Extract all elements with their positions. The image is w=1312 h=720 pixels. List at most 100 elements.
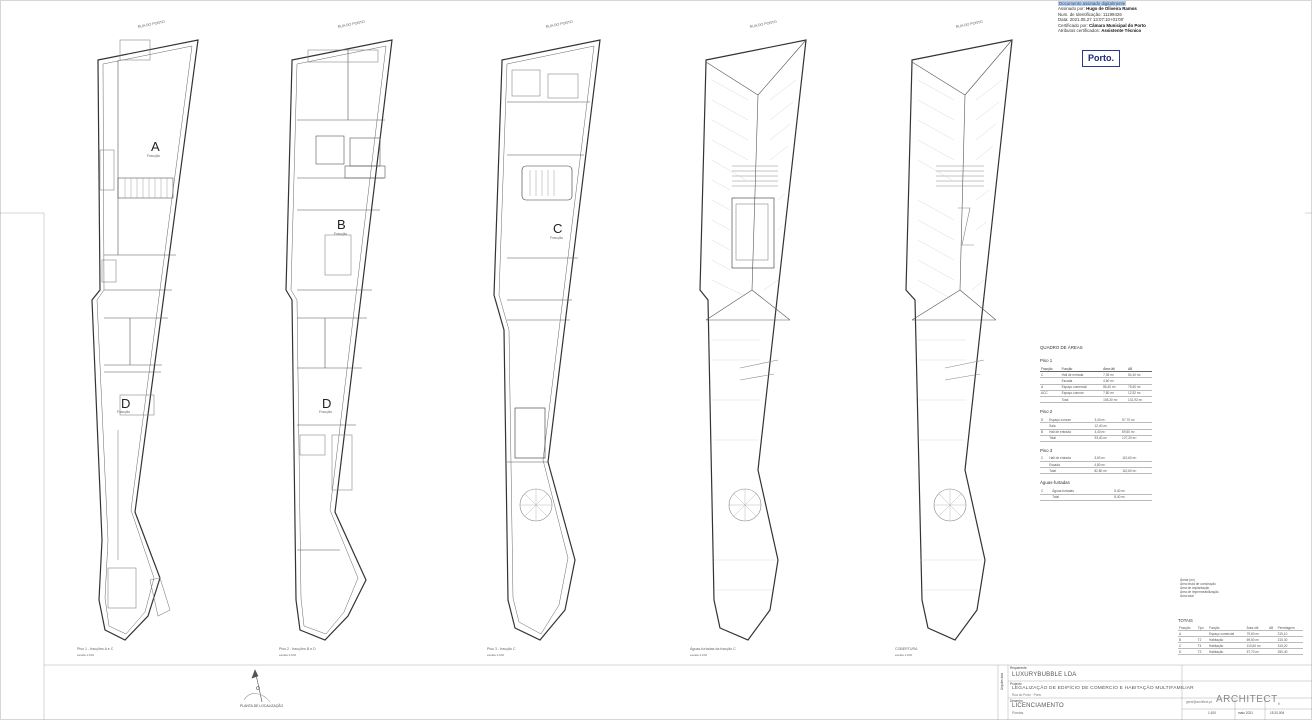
areas-summary-list: Áreas (m²) Área bruta de construção Área… <box>1180 578 1219 598</box>
street-label-2: RUA DO PORTO <box>337 20 365 29</box>
street-label-5: RUA DO PORTO <box>955 20 983 29</box>
plan-caption-3: Piso 3 - fracção C <box>487 647 516 651</box>
architect-logo-text: ARCHITECT <box>1216 694 1278 705</box>
location-plan-label: PLANTA DE LOCALIZAÇÃO <box>240 704 284 708</box>
signature-date: Data: 2021.05.27 13:07:10+01'00' <box>1058 17 1125 23</box>
areas-section-4: Águas-furtadas <box>1040 480 1070 486</box>
project-label: Projecto <box>1010 682 1022 686</box>
architect-logo-suffix: lt <box>1277 701 1280 706</box>
architect-logo: ARCHITECTlt <box>1216 694 1280 706</box>
north-arrow-icon <box>243 669 271 703</box>
sheet-title: Plantas <box>1012 711 1024 715</box>
fraction-label-c: Fracção <box>550 236 563 240</box>
signature-attr-value: Assistente Técnico <box>1101 28 1142 34</box>
author-side-label: Arquitectura <box>1000 672 1004 690</box>
plan-scale-4: escala 1:100 <box>690 653 708 657</box>
areas-section-2: Piso 2 <box>1040 409 1053 415</box>
fraction-letter-a: A <box>151 139 160 154</box>
porto-logo: Porto. <box>1082 50 1120 67</box>
col-ab: AB <box>1127 366 1152 373</box>
list-item: Área bruta de construção <box>1180 582 1216 586</box>
plan-caption-1: Piso 1 - fracções A e C <box>77 647 114 651</box>
plan-2-outline <box>285 39 393 641</box>
drawing-number: 15.20.004 <box>1270 711 1285 715</box>
list-item: Área de impermeabilização <box>1180 590 1219 594</box>
fraction-letter-d-2: D <box>322 396 332 411</box>
street-label-3: RUA DO PORTO <box>545 20 573 29</box>
street-label-1: RUA DO PORTO <box>137 20 165 29</box>
list-item: Área total <box>1180 594 1194 598</box>
signature-id: Num. de Identificação: 11199426 <box>1058 11 1122 17</box>
email: geral@architect.pt <box>1186 700 1212 704</box>
street-label-4: RUA DO PORTO <box>749 20 777 29</box>
plan-scale-3: escala 1:100 <box>487 653 505 657</box>
fraction-letter-d-1: D <box>121 396 131 411</box>
list-item: Área de implantação <box>1180 586 1210 590</box>
fraction-label-d-1: Fracção <box>117 410 130 414</box>
signature-cert-label: Certificado por: <box>1058 22 1088 28</box>
project-title: LEGALIZAÇÃO DE EDIFÍCIO DE COMÉRCIO E HA… <box>1012 686 1194 691</box>
phase-label: Desenho <box>1010 699 1023 703</box>
areas-title: QUADRO DE ÁREAS <box>1040 345 1083 350</box>
signature-cert-value: Câmara Municipal do Porto <box>1089 22 1146 28</box>
plan-3-outline <box>493 39 601 641</box>
col-area: Área útil <box>1102 366 1128 373</box>
scale: 1:100 <box>1208 711 1216 715</box>
plan-scale-1: escala 1:100 <box>77 653 95 657</box>
digital-signature-stamp: Documento assinado digitalmente Assinado… <box>1058 1 1218 33</box>
plan-1-outline <box>91 39 199 641</box>
col-fraction: Fracção <box>1040 366 1061 373</box>
fraction-label-b: Fracção <box>334 232 347 236</box>
signature-signed-value: Hugo de Oliveira Ramos <box>1086 6 1137 12</box>
fraction-label-d-2: Fracção <box>319 410 332 414</box>
totals-title: TOTAIS <box>1178 618 1193 623</box>
client-label: Requerente <box>1010 666 1027 670</box>
plan-scale-2: escala 1:100 <box>279 653 297 657</box>
signature-line-1: Documento assinado digitalmente <box>1058 1 1127 6</box>
areas-summary-title: Áreas (m²) <box>1180 578 1196 582</box>
areas-section-1: Piso 1 <box>1040 358 1053 363</box>
fraction-letter-b: B <box>337 217 346 232</box>
project-address: Rua do Porto · Porto <box>1012 693 1042 697</box>
plan-scale-5: escala 1:100 <box>895 653 913 657</box>
date: maio 2021 <box>1238 711 1253 715</box>
plan-caption-4: Águas-furtadas da fracção C <box>690 647 736 651</box>
fraction-letter-c: C <box>553 221 563 236</box>
plan-4-roof-outline <box>699 39 807 641</box>
fraction-label-a: Fracção <box>147 154 160 158</box>
signature-signed-label: Assinado por: <box>1058 6 1085 12</box>
signature-attr-label: Atributos certificados: <box>1058 28 1100 34</box>
plan-caption-5: COBERTURA <box>895 647 918 651</box>
title-block-lines <box>43 664 1312 720</box>
plan-5-roof-outline <box>905 39 1013 641</box>
col-function: Função <box>1060 366 1103 373</box>
plan-caption-2: Piso 2 - fracções B e D <box>279 647 316 651</box>
